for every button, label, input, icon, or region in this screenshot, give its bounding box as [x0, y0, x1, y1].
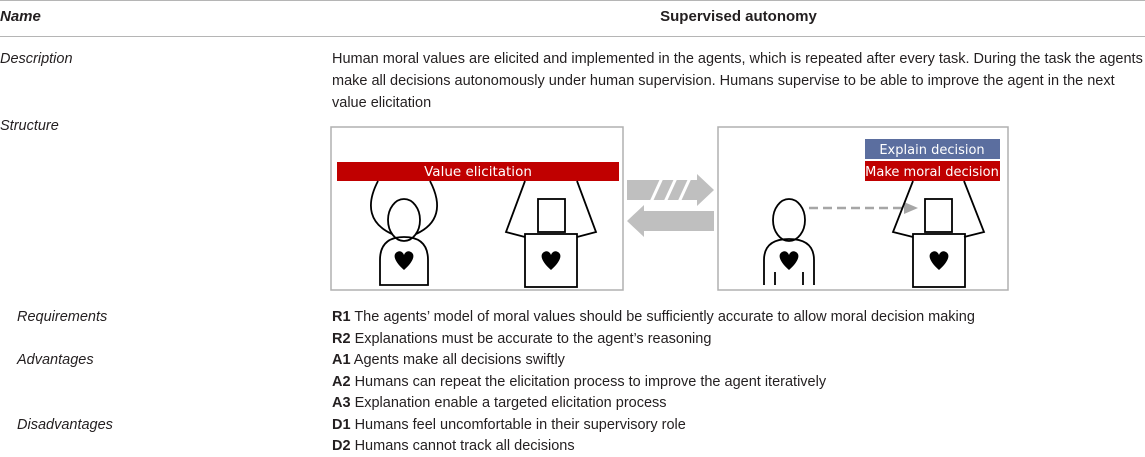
requirement-item: R1 The agents’ model of moral values sho… [332, 306, 975, 328]
make-moral-decision-label: Make moral decision [865, 165, 999, 180]
requirement-code: R2 [332, 331, 351, 347]
advantage-text: Humans can repeat the elicitation proces… [350, 374, 827, 390]
requirement-text: Explanations must be accurate to the age… [350, 331, 712, 347]
supervised-decision-panel: Explain decision Make moral decision [717, 126, 1009, 291]
disadvantages-label: Disadvantages [17, 417, 113, 433]
structure-label: Structure [0, 118, 59, 134]
advantage-text: Agents make all decisions swiftly [350, 352, 565, 368]
disadvantage-text: Humans cannot track all decisions [350, 438, 575, 454]
advantage-item: A1 Agents make all decisions swiftly [332, 349, 565, 371]
advantage-code: A2 [332, 374, 351, 390]
column-header-name: Name [0, 8, 41, 25]
structure-diagram: Value elicitation Explain decision [330, 126, 1009, 291]
value-elicitation-label: Value elicitation [424, 164, 532, 180]
disadvantage-item: D1 Humans feel uncomfortable in their su… [332, 414, 686, 436]
advantage-text: Explanation enable a targeted elicitatio… [350, 395, 667, 411]
human-figure-left [370, 180, 438, 286]
advantage-item: A3 Explanation enable a targeted elicita… [332, 392, 667, 414]
supervision-arrow [809, 202, 918, 214]
requirement-text: The agents’ model of moral values should… [350, 309, 975, 325]
disadvantage-item: D2 Humans cannot track all decisions [332, 435, 575, 457]
description-text: Human moral values are elicited and impl… [332, 51, 1143, 111]
requirement-code: R1 [332, 309, 351, 325]
agent-figure-left [504, 180, 598, 288]
human-figure-right [763, 198, 815, 285]
requirements-label: Requirements [17, 309, 108, 325]
agent-figure-right [891, 180, 986, 288]
requirement-item: R2 Explanations must be accurate to the … [332, 328, 711, 350]
column-header-title: Supervised autonomy [660, 8, 817, 25]
advantage-item: A2 Humans can repeat the elicitation pro… [332, 371, 826, 393]
advantage-code: A1 [332, 352, 351, 368]
disadvantage-code: D1 [332, 417, 351, 433]
advantage-code: A3 [332, 395, 351, 411]
make-moral-decision-box [865, 161, 1000, 181]
top-rule [0, 0, 1145, 1]
disadvantage-text: Humans feel uncomfortable in their super… [350, 417, 686, 433]
header-rule [0, 36, 1145, 37]
description-label: Description [0, 51, 73, 67]
explain-decision-box [865, 139, 1000, 159]
disadvantage-code: D2 [332, 438, 351, 454]
advantages-label: Advantages [17, 352, 94, 368]
iteration-arrows [627, 174, 714, 237]
explain-decision-label: Explain decision [879, 143, 984, 158]
value-elicitation-banner [337, 162, 619, 181]
value-elicitation-panel: Value elicitation [330, 126, 624, 291]
